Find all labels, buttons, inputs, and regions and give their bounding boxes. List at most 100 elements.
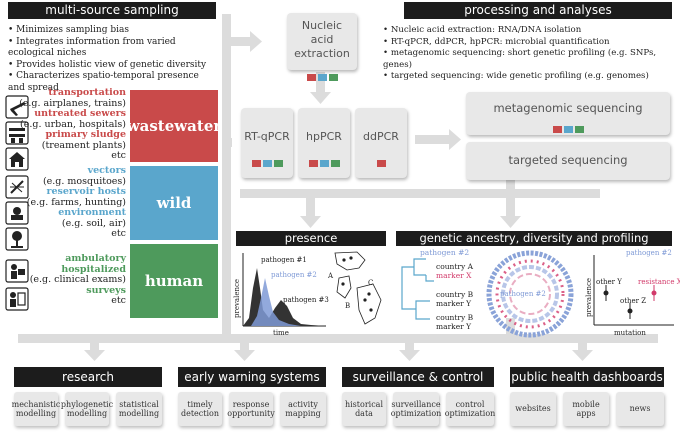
source-example: (e.g. urban, hospitals) — [20, 118, 126, 130]
wastewater-square — [376, 160, 386, 167]
wastewater-band: wastewater — [127, 90, 221, 162]
outcome-chip: response opportunity — [227, 392, 275, 426]
tree-marker-label: marker Y — [436, 322, 472, 331]
source-category: vectors — [87, 165, 126, 176]
source-category: hospitalized — [61, 263, 126, 275]
source-category: surveys — [86, 284, 126, 296]
tree-country-label: country A — [436, 262, 474, 271]
livestock-icon — [5, 201, 29, 225]
processing-bullet: Nucleic acid extraction: RNA/DNA isolati… — [383, 25, 680, 37]
outcome-chip: activity mapping — [280, 392, 326, 426]
source-example: (e.g. clinical exams) — [29, 274, 126, 285]
source-squares — [355, 152, 407, 171]
pathogen3-label: pathogen #3 — [283, 296, 329, 304]
outcome-chip: timely detection — [178, 392, 222, 426]
outcome-chip: surveillance optimization — [391, 392, 441, 426]
sampling-header: multi-source sampling — [8, 2, 216, 19]
source-example: (e.g. farms, hunting) — [26, 196, 126, 208]
mosquito-icon — [5, 175, 29, 199]
genetic-header: genetic ancestry, diversity and profilin… — [396, 231, 672, 246]
outcome-chip: historical data — [342, 392, 386, 426]
outcome-chip: control optimization — [445, 392, 495, 426]
source-category: reservoir hosts — [46, 186, 126, 197]
sampling-bullet: Characterizes spatio-temporal presence a… — [8, 71, 218, 94]
wastewater-square — [308, 160, 318, 167]
source-category: ambulatory — [65, 253, 126, 264]
source-squares — [287, 66, 357, 85]
source-category: environment — [58, 207, 126, 218]
presence-chart: pathogen #1 pathogen #2 pathogen #3 prev… — [233, 251, 382, 337]
source-squares — [466, 118, 670, 137]
pathogen2-curve — [251, 278, 301, 326]
point-label: resistance X — [638, 278, 680, 286]
presence-ylabel: prevalence — [233, 279, 241, 318]
extraction-box: Nucleic acid extraction — [287, 13, 357, 81]
tree-country-label: country B — [436, 290, 474, 299]
sampling-bullet: Minimizes sampling bias — [8, 25, 218, 37]
processing-bullet: targeted sequencing: wide genetic profil… — [383, 71, 680, 83]
tree-marker-label: marker Y — [436, 299, 472, 308]
outcome-chip: mobile apps — [563, 392, 609, 426]
targeted-box: targeted sequencing — [466, 142, 670, 180]
processing-bullet: RT-qPCR, ddPCR, hpPCR: microbial quantif… — [383, 37, 680, 49]
source-etc: etc — [111, 228, 126, 239]
survey-icon — [5, 287, 29, 311]
map-label-a: A — [327, 272, 334, 280]
outcome-chip: websites — [510, 392, 556, 426]
targeted-label: targeted sequencing — [508, 153, 628, 167]
source-squares — [241, 152, 293, 171]
human-square — [330, 160, 340, 167]
clinic-icon — [5, 259, 29, 283]
pathogen1-label: pathogen #1 — [261, 256, 307, 264]
outcome-chip: phylogenetic modelling — [61, 392, 113, 426]
hppcr-label: hpPCR — [306, 130, 342, 143]
processing-bullet: metagenomic sequencing: short genetic pr… — [383, 48, 680, 71]
source-icons — [5, 95, 29, 311]
metagenomic-label: metagenomic sequencing — [493, 101, 643, 115]
human-square — [328, 74, 338, 81]
source-squares — [298, 152, 350, 171]
phylo-tree — [401, 258, 434, 320]
airplane-icon — [5, 95, 29, 119]
wild-sources: vectors (e.g. mosquitoes) reservoir host… — [26, 165, 126, 242]
tree-pathogen-label: pathogen #2 — [420, 248, 470, 257]
point-label: other Y — [596, 278, 622, 286]
wild-square — [317, 74, 327, 81]
human-square — [574, 126, 584, 133]
human-band: human — [130, 244, 218, 318]
source-category: transportation — [48, 87, 126, 98]
sewer-icon — [5, 121, 29, 145]
point-label: other Z — [620, 297, 646, 305]
right-pathogen-label: pathogen #2 — [626, 249, 672, 257]
human-square — [273, 160, 283, 167]
sampling-bullet: Provides holistic view of genetic divers… — [8, 60, 218, 72]
outcome-chip: mechanistic modelling — [12, 392, 60, 426]
circular-genome-plot: pathogen #2 — [486, 250, 574, 338]
ddpcr-label: ddPCR — [363, 130, 399, 143]
rtqpcr-box: RT-qPCR — [241, 108, 293, 178]
source-example: (e.g. airplanes, trains) — [19, 97, 126, 109]
map-label-c: C — [368, 279, 373, 287]
mutation-plot: pathogen #2 other Y other Z resistance X… — [585, 249, 680, 337]
wild-square — [563, 126, 573, 133]
mutation-ylabel: prevalence — [585, 278, 593, 317]
source-example: (treament plants) — [41, 139, 126, 151]
ddpcr-box: ddPCR — [355, 108, 407, 178]
processing-bullets: Nucleic acid extraction: RNA/DNA isolati… — [383, 25, 680, 83]
source-example: (e.g. mosquitoes) — [42, 175, 126, 187]
outcome-header-dashboards: public health dashboards — [510, 367, 664, 387]
wastewater-square — [251, 160, 261, 167]
wild-square — [262, 160, 272, 167]
source-etc: etc — [111, 295, 126, 306]
outcome-header-surveillance: surveillance & control — [342, 367, 494, 387]
source-example: (e.g. soil, air) — [61, 217, 126, 229]
presence-header: presence — [236, 231, 386, 246]
outcome-chip: news — [616, 392, 664, 426]
plant-icon — [5, 227, 29, 251]
source-category: primary sludge — [45, 129, 127, 140]
tree-marker-label: marker X — [436, 271, 472, 280]
wild-square — [319, 160, 329, 167]
presence-xlabel: time — [273, 329, 289, 337]
wild-band: wild — [130, 166, 218, 240]
